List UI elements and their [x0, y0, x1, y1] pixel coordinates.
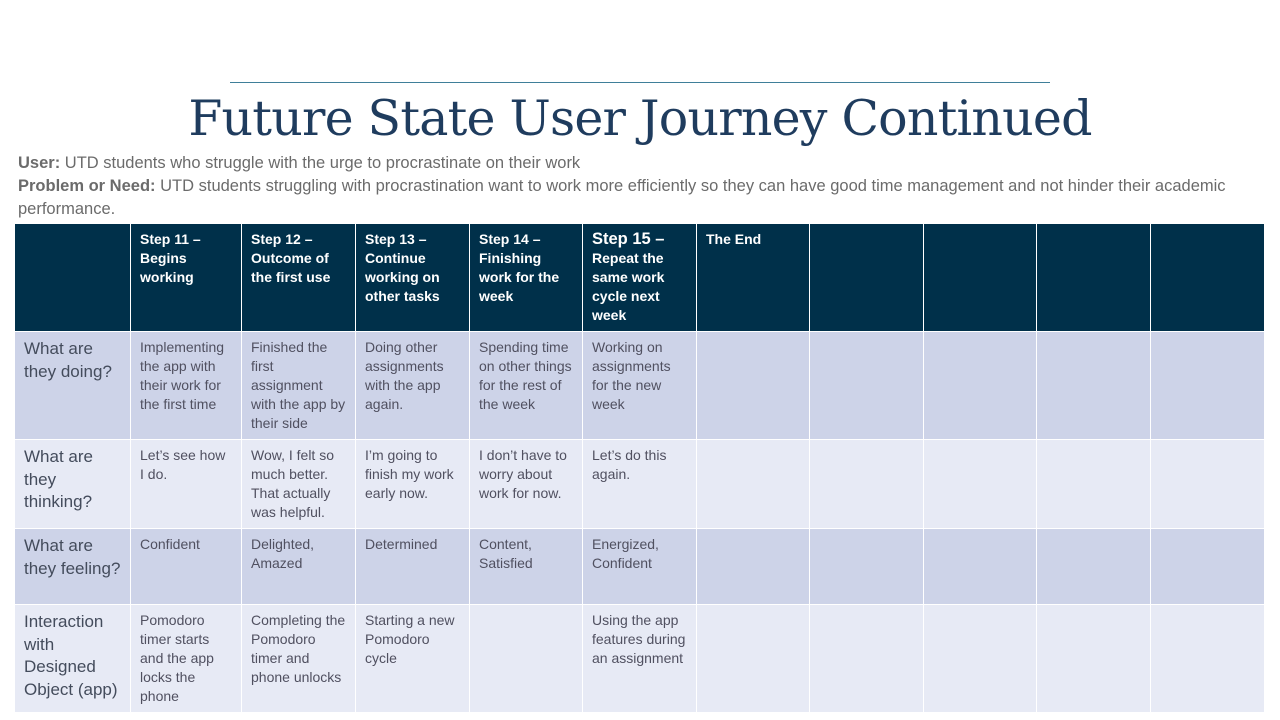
header-cell-empty: [923, 223, 1037, 332]
header-cell-step-12: Step 12 – Outcome of the first use: [241, 223, 356, 332]
table-cell: [1150, 604, 1265, 713]
problem-text: UTD students struggling with procrastina…: [18, 177, 1226, 218]
table-cell: [469, 604, 583, 713]
table-cell: [1036, 528, 1151, 605]
table-cell: Implementing the app with their work for…: [130, 331, 242, 440]
table-cell: [923, 331, 1037, 440]
user-label: User:: [18, 154, 61, 172]
table-cell: Determined: [355, 528, 470, 605]
table-cell: Let’s see how I do.: [130, 439, 242, 529]
table-cell: [809, 331, 924, 440]
row-label: What are they thinking?: [14, 439, 131, 529]
problem-line: Problem or Need: UTD students struggling…: [18, 175, 1238, 221]
table-cell: I’m going to finish my work early now.: [355, 439, 470, 529]
journey-table: Step 11 – Begins working Step 12 – Outco…: [14, 223, 1265, 713]
row-label: What are they feeling?: [14, 528, 131, 605]
table-cell: Doing other assignments with the app aga…: [355, 331, 470, 440]
table-cell: [809, 528, 924, 605]
header-cell-the-end: The End: [696, 223, 810, 332]
step-15-title: Step 15 –: [592, 230, 665, 248]
table-cell: [1036, 331, 1151, 440]
table-row-feeling: What are they feeling? Confident Delight…: [14, 528, 1265, 605]
row-label: Interaction with Designed Object (app): [14, 604, 131, 713]
table-row-doing: What are they doing? Implementing the ap…: [14, 331, 1265, 440]
header-cell-empty: [1036, 223, 1151, 332]
header-cell-step-11: Step 11 – Begins working: [130, 223, 242, 332]
table-cell: [696, 439, 810, 529]
user-line: User: UTD students who struggle with the…: [18, 152, 1238, 175]
table-cell: [696, 331, 810, 440]
table-cell: [1036, 604, 1151, 713]
table-cell: Let’s do this again.: [582, 439, 697, 529]
row-label: What are they doing?: [14, 331, 131, 440]
table-cell: [696, 604, 810, 713]
header-cell-empty: [1150, 223, 1265, 332]
table-cell: Energized, Confident: [582, 528, 697, 605]
table-cell: [923, 528, 1037, 605]
table-cell: Using the app features during an assignm…: [582, 604, 697, 713]
header-row: Step 11 – Begins working Step 12 – Outco…: [14, 223, 1265, 332]
table-cell: Confident: [130, 528, 242, 605]
table-cell: [1150, 439, 1265, 529]
table-cell: Spending time on other things for the re…: [469, 331, 583, 440]
table-cell: [696, 528, 810, 605]
title-divider: [230, 82, 1050, 83]
table-cell: [1150, 331, 1265, 440]
step-15-subtitle: Repeat the same work cycle next week: [592, 250, 665, 323]
header-cell-step-14: Step 14 – Finishing work for the week: [469, 223, 583, 332]
table-cell: Completing the Pomodoro timer and phone …: [241, 604, 356, 713]
table-cell: Working on assignments for the new week: [582, 331, 697, 440]
header-cell-empty: [809, 223, 924, 332]
table-cell: [1036, 439, 1151, 529]
table-cell: [923, 439, 1037, 529]
table-cell: Finished the first assignment with the a…: [241, 331, 356, 440]
table-cell: Wow, I felt so much better. That actuall…: [241, 439, 356, 529]
table-cell: [1150, 528, 1265, 605]
table-cell: [923, 604, 1037, 713]
table-cell: [809, 604, 924, 713]
table-cell: Pomodoro timer starts and the app locks …: [130, 604, 242, 713]
user-text: UTD students who struggle with the urge …: [60, 154, 581, 172]
page-title: Future State User Journey Continued: [188, 90, 1092, 147]
table-cell: Content, Satisfied: [469, 528, 583, 605]
user-problem-description: User: UTD students who struggle with the…: [18, 152, 1238, 221]
header-cell-step-15: Step 15 – Repeat the same work cycle next…: [582, 223, 697, 332]
table-cell: Starting a new Pomodoro cycle: [355, 604, 470, 713]
problem-label: Problem or Need:: [18, 177, 156, 195]
header-cell-corner: [14, 223, 131, 332]
header-cell-step-13: Step 13 – Continue working on other task…: [355, 223, 470, 332]
table-row-thinking: What are they thinking? Let’s see how I …: [14, 439, 1265, 529]
table-cell: Delighted, Amazed: [241, 528, 356, 605]
table-cell: I don’t have to worry about work for now…: [469, 439, 583, 529]
table-cell: [809, 439, 924, 529]
table-row-interaction: Interaction with Designed Object (app) P…: [14, 604, 1265, 713]
